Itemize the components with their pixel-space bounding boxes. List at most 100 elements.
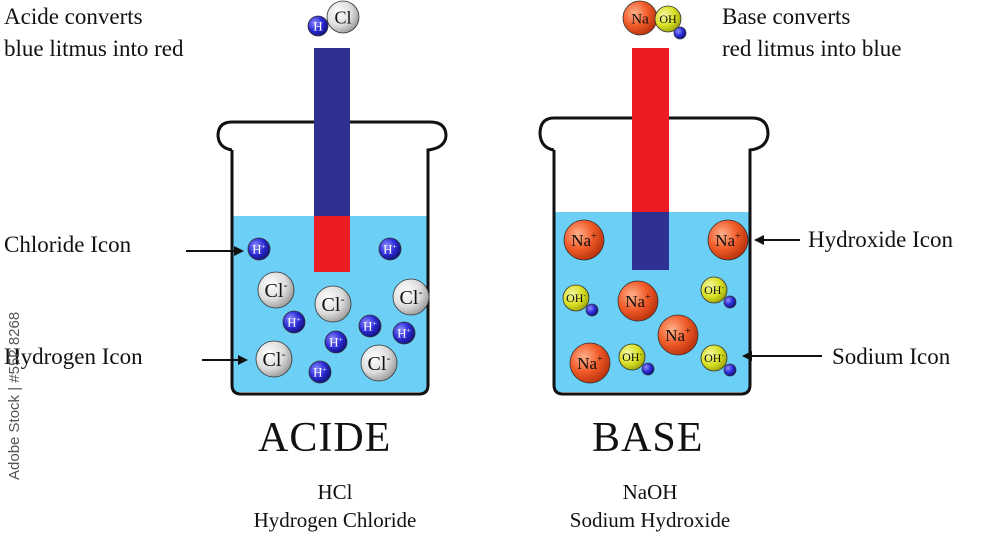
hydrogen-ion-icon-7: H+: [308, 360, 332, 384]
sodium-ion-icon-2-label: Na+: [715, 231, 741, 250]
hydrogen-ion-icon-6-ball: [324, 330, 348, 354]
base-litmus-red: [632, 48, 669, 212]
chloride-ion-icon-1-label: Cl-: [265, 278, 288, 302]
acid-title: ACIDE: [258, 415, 392, 461]
hydrogen-ion-icon-3-ball: [282, 310, 306, 334]
sodium-ion-icon-5: Na+: [569, 342, 611, 384]
hydrogen-ion-icon-2: H+: [378, 237, 402, 261]
chloride-ion-icon-3: Cl-: [392, 278, 430, 316]
arrow-hydroxide-head: [754, 235, 764, 245]
hydrogen-ion-icon-4: H+: [358, 314, 382, 338]
top-hydroxide-icon-ball: [654, 5, 682, 33]
sodium-ion-icon-4-ball: [657, 314, 699, 356]
hydroxide-ion-icon-1-label: OH-: [566, 291, 586, 305]
hydroxide-h-icon-4-ball: [723, 363, 737, 377]
base-caption-line2: red litmus into blue: [722, 36, 902, 61]
chloride-ion-icon-3-ball: [392, 278, 430, 316]
hydroxide-h-icon-2-ball: [723, 295, 737, 309]
top-chlorine-icon: Cl: [326, 0, 360, 34]
top-hydroxide-icon: OH: [654, 5, 682, 33]
hydrogen-ion-icon-4-ball: [358, 314, 382, 338]
watermark: Adobe Stock | #552 8268: [6, 311, 23, 480]
arrow-sodium-head: [742, 351, 752, 361]
chloride-ion-icon-2: Cl-: [314, 285, 352, 323]
acid-name: Hydrogen Chloride: [253, 508, 417, 532]
hydroxide-h-icon-1-ball: [585, 303, 599, 317]
base-name: Sodium Hydroxide: [569, 508, 731, 532]
hydrogen-ion-icon-5: H+: [392, 321, 416, 345]
hydrogen-ion-icon-1-ball: [247, 237, 271, 261]
hydroxide-ion-icon-2: OH-: [700, 276, 728, 304]
base-caption-line1: Base converts: [722, 4, 851, 29]
hydrogen-ion-icon-3: H+: [282, 310, 306, 334]
chloride-ion-icon-2-ball: [314, 285, 352, 323]
hydroxide-ion-icon-1-ball: [562, 284, 590, 312]
hydroxide-ion-icon-4-label: OH-: [704, 351, 724, 365]
hydrogen-ion-icon-5-ball: [392, 321, 416, 345]
chloride-ion-icon-3-label: Cl-: [400, 285, 423, 309]
hydroxide-ion-icon-3-label: OH-: [622, 350, 642, 364]
hydrogen-ion-icon-6: H+: [324, 330, 348, 354]
hydroxide-ion-icon-4-ball: [700, 344, 728, 372]
sodium-ion-icon-1: Na+: [563, 219, 605, 261]
chloride-ion-icon-4-label: Cl-: [263, 347, 286, 371]
hydroxide-h-icon-4: [723, 363, 737, 377]
top-sodium-icon: Na: [622, 0, 658, 36]
hydrogen-ion-icon-2-ball: [378, 237, 402, 261]
hydroxide-ion-icon-2-ball: [700, 276, 728, 304]
acid-litmus-red: [314, 216, 350, 272]
acid-beaker-outline: [216, 120, 448, 396]
label-hydrogen-icon: Hydrogen Icon: [4, 344, 143, 369]
sodium-ion-icon-4-label: Na+: [665, 326, 691, 345]
top-hydroxide-h-icon: [673, 26, 687, 40]
chloride-ion-icon-1: Cl-: [257, 271, 295, 309]
sodium-ion-icon-3: Na+: [617, 280, 659, 322]
hydroxide-ion-icon-3-ball: [618, 343, 646, 371]
top-chlorine-icon-label: Cl: [334, 7, 351, 27]
acid-caption-line1: Acide converts: [4, 4, 143, 29]
hydroxide-h-icon-3: [641, 362, 655, 376]
sodium-ion-icon-2: Na+: [707, 219, 749, 261]
hydroxide-ion-icon-1: OH-: [562, 284, 590, 312]
chloride-ion-icon-5: Cl-: [360, 344, 398, 382]
sodium-ion-icon-1-ball: [563, 219, 605, 261]
arrow-hydrogen-head: [238, 355, 248, 365]
hydrogen-ion-icon-1: H+: [247, 237, 271, 261]
sodium-ion-icon-3-ball: [617, 280, 659, 322]
chloride-ion-icon-5-label: Cl-: [368, 351, 391, 375]
label-sodium-icon: Sodium Icon: [832, 344, 951, 369]
sodium-ion-icon-5-ball: [569, 342, 611, 384]
top-hydroxide-icon-label: OH: [659, 12, 677, 26]
acid-litmus-blue: [314, 48, 350, 216]
base-title: BASE: [592, 415, 704, 461]
acid-formula: HCl: [317, 480, 353, 504]
top-hydrogen-icon-ball: [307, 15, 329, 37]
top-chlorine-icon-ball: [326, 0, 360, 34]
sodium-ion-icon-2-ball: [707, 219, 749, 261]
acid-caption-line2: blue litmus into red: [4, 36, 184, 61]
hydroxide-h-icon-1: [585, 303, 599, 317]
label-hydroxide-icon: Hydroxide Icon: [808, 227, 953, 252]
base-litmus-blue: [632, 212, 669, 270]
chloride-ion-icon-2-label: Cl-: [322, 292, 345, 316]
hydrogen-ion-icon-7-ball: [308, 360, 332, 384]
hydroxide-ion-icon-2-label: OH-: [704, 283, 724, 297]
chloride-ion-icon-4: Cl-: [255, 340, 293, 378]
arrow-chloride-head: [234, 246, 244, 256]
chloride-ion-icon-4-ball: [255, 340, 293, 378]
hydroxide-ion-icon-3: OH-: [618, 343, 646, 371]
top-hydroxide-h-icon-ball: [673, 26, 687, 40]
sodium-ion-icon-3-label: Na+: [625, 292, 651, 311]
top-hydrogen-icon: H: [307, 15, 329, 37]
base-formula: NaOH: [622, 480, 678, 504]
hydroxide-ion-icon-4: OH-: [700, 344, 728, 372]
hydroxide-h-icon-2: [723, 295, 737, 309]
base-beaker-outline: [538, 116, 770, 396]
pointer-arrows: [186, 235, 822, 365]
chloride-ion-icon-1-ball: [257, 271, 295, 309]
top-hydrogen-icon-label: H: [313, 19, 322, 34]
label-chloride-icon: Chloride Icon: [4, 232, 132, 257]
sodium-ion-icon-5-label: Na+: [577, 354, 603, 373]
